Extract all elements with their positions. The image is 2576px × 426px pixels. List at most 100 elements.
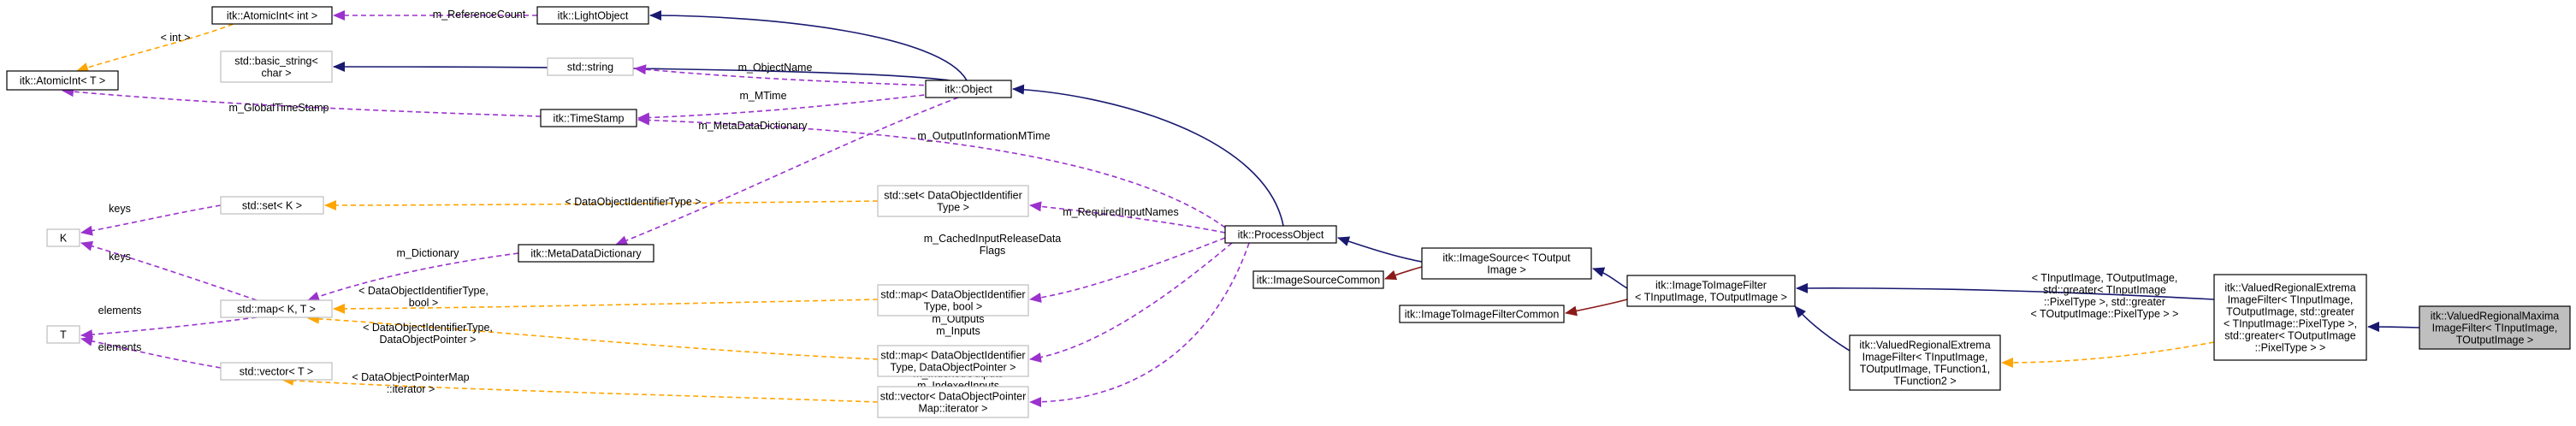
class-node-T[interactable]: T <box>46 325 80 344</box>
class-node-atomicint-t[interactable]: itk::AtomicInt< T > <box>6 70 119 91</box>
usage-edge-21 <box>1029 242 1233 363</box>
class-node-label: K <box>60 233 68 245</box>
edge-label-keys2: keys <box>109 251 131 263</box>
class-node-box <box>220 196 324 215</box>
class-node-K[interactable]: K <box>46 228 80 247</box>
class-node-imagetoimagefilter[interactable]: itk::ImageToImageFilter< TInputImage, TO… <box>1626 275 1796 307</box>
template-edge-27 <box>333 299 879 314</box>
class-node-box <box>877 185 1029 217</box>
class-node-atomicint-int[interactable]: itk::AtomicInt< int > <box>211 6 333 25</box>
class-node-label: std::greater< TOutputImage <box>2224 330 2355 342</box>
edge-label-text: < TOutputImage::PixelType > > <box>2031 308 2179 320</box>
class-node-label: Type, DataObjectPointer > <box>891 362 1016 374</box>
inherit-edge-6 <box>1796 282 2215 300</box>
class-node-box <box>877 345 1029 377</box>
class-node-box <box>1399 305 1565 323</box>
edge-label-keys1: keys <box>109 203 131 215</box>
class-node-label: itk::Object <box>945 84 992 96</box>
class-node-imagesourcecommon[interactable]: itk::ImageSourceCommon <box>1252 270 1384 289</box>
class-node-box <box>46 325 80 344</box>
class-node-label: ImageFilter< TInputImage, <box>2228 294 2354 306</box>
class-node-map-ptr[interactable]: std::map< DataObjectIdentifierType, Data… <box>877 345 1029 377</box>
edge-label-text: m_MTime <box>739 90 786 102</box>
class-node-map-kt[interactable]: std::map< K, T > <box>220 299 333 318</box>
edge-label-text: < int > <box>161 32 191 44</box>
class-node-label: TFunction2 > <box>1893 376 1956 388</box>
class-node-box <box>220 299 333 318</box>
private-edge-8 <box>1384 266 1423 281</box>
class-node-imagetoimagefiltercommon[interactable]: itk::ImageToImageFilterCommon <box>1399 305 1565 323</box>
class-node-label: itk::ProcessObject <box>1238 229 1324 241</box>
class-node-basic-string[interactable]: std::basic_string<char > <box>220 50 333 83</box>
class-node-object[interactable]: itk::Object <box>925 80 1012 98</box>
class-node-label: < TInputImage, TOutputImage > <box>1635 292 1787 304</box>
class-node-map-bool[interactable]: std::map< DataObjectIdentifierType, bool… <box>877 284 1029 317</box>
class-node-vector-t[interactable]: std::vector< T > <box>220 362 333 381</box>
class-node-vector-ptrmap[interactable]: std::vector< DataObjectPointerMap::itera… <box>877 386 1029 418</box>
class-node-box <box>6 70 119 91</box>
usage-edge-12 <box>62 86 542 117</box>
class-node-box <box>925 80 1012 98</box>
class-node-set-k[interactable]: std::set< K > <box>220 196 324 215</box>
class-node-label: itk::ImageToImageFilter <box>1655 280 1767 292</box>
class-node-metadatadictionary[interactable]: itk::MetaDataDictionary <box>518 244 654 263</box>
class-node-label: std::basic_string< <box>234 56 318 68</box>
edge-label-text: m_MetaDataDictionary <box>698 120 808 132</box>
edge-label-text: Flags <box>980 245 1006 257</box>
edge-label-objectname: m_ObjectName <box>738 62 813 74</box>
usage-edge-19 <box>307 252 519 302</box>
class-node-label: std::map< DataObjectIdentifier <box>880 350 1025 362</box>
class-node-label: T <box>60 329 67 341</box>
edge-label-text: m_RequiredInputNames <box>1063 206 1179 218</box>
edge-label-globaltimestamp: m_GlobalTimeStamp <box>229 102 329 114</box>
class-node-label: itk::ImageSource< TOutput <box>1442 252 1571 264</box>
class-node-label: std::set< K > <box>242 200 302 212</box>
edge-label-text: m_Dictionary <box>397 247 460 259</box>
usage-edge-11 <box>634 64 933 86</box>
edge-label-text: m_ReferenceCount <box>433 9 526 21</box>
class-node-label: Image > <box>1487 264 1526 276</box>
inherit-edge-2 <box>1012 84 1284 227</box>
class-node-label: itk::LightObject <box>558 10 629 22</box>
edge-label-doit-bool: < DataObjectIdentifierType,bool > <box>358 285 489 309</box>
edge-label-elements1: elements <box>98 305 142 317</box>
inherit-edge-5 <box>1794 305 1851 352</box>
edge-label-text: m_ObjectName <box>738 62 813 74</box>
class-node-label: std::vector< DataObjectPointer <box>880 391 1027 403</box>
class-node-label: < TInputImage::PixelType >, <box>2224 318 2357 330</box>
edge-label-text: ::iterator > <box>387 383 435 395</box>
edge-label-refcount: m_ReferenceCount <box>433 9 526 21</box>
edge-label-text: m_OutputInformationMTime <box>917 130 1050 142</box>
usage-edge-18 <box>80 240 258 301</box>
class-node-label: ImageFilter< TInputImage, <box>1862 352 1988 364</box>
class-node-lightobject[interactable]: itk::LightObject <box>536 6 649 25</box>
class-node-set-doit[interactable]: std::set< DataObjectIdentifierType > <box>877 185 1029 217</box>
class-node-label: itk::TimeStamp <box>554 113 625 125</box>
inherit-edge-7 <box>2367 322 2420 333</box>
edge-label-outputinfomtime: m_OutputInformationMTime <box>917 130 1050 142</box>
usage-edge-20 <box>1029 237 1226 303</box>
class-node-label: itk::ValuedRegionalExtrema <box>1859 340 1990 352</box>
edge-label-text: keys <box>109 203 131 215</box>
class-node-box <box>1224 225 1337 244</box>
class-node-label: itk::ImageToImageFilterCommon <box>1405 309 1560 321</box>
class-node-timestamp[interactable]: itk::TimeStamp <box>540 109 637 127</box>
class-node-label: TOutputImage, std::greater <box>2226 306 2354 318</box>
class-node-label: itk::AtomicInt< int > <box>227 10 317 22</box>
class-node-imagesource[interactable]: itk::ImageSource< TOutputImage > <box>1421 247 1592 280</box>
edge-label-mtime: m_MTime <box>739 90 786 102</box>
edge-label-text: < DataObjectIdentifierType, <box>358 285 489 297</box>
class-node-processobject[interactable]: itk::ProcessObject <box>1224 225 1337 244</box>
inherit-edge-3 <box>1337 236 1423 263</box>
inherit-edge-4 <box>1592 267 1628 289</box>
edge-label-text: < TInputImage, TOutputImage, <box>2032 272 2178 284</box>
template-edge-30 <box>2001 341 2215 368</box>
template-edge-25 <box>76 6 273 73</box>
usage-edge-16 <box>1029 201 1226 234</box>
class-node-std-string[interactable]: std::string <box>547 57 634 76</box>
